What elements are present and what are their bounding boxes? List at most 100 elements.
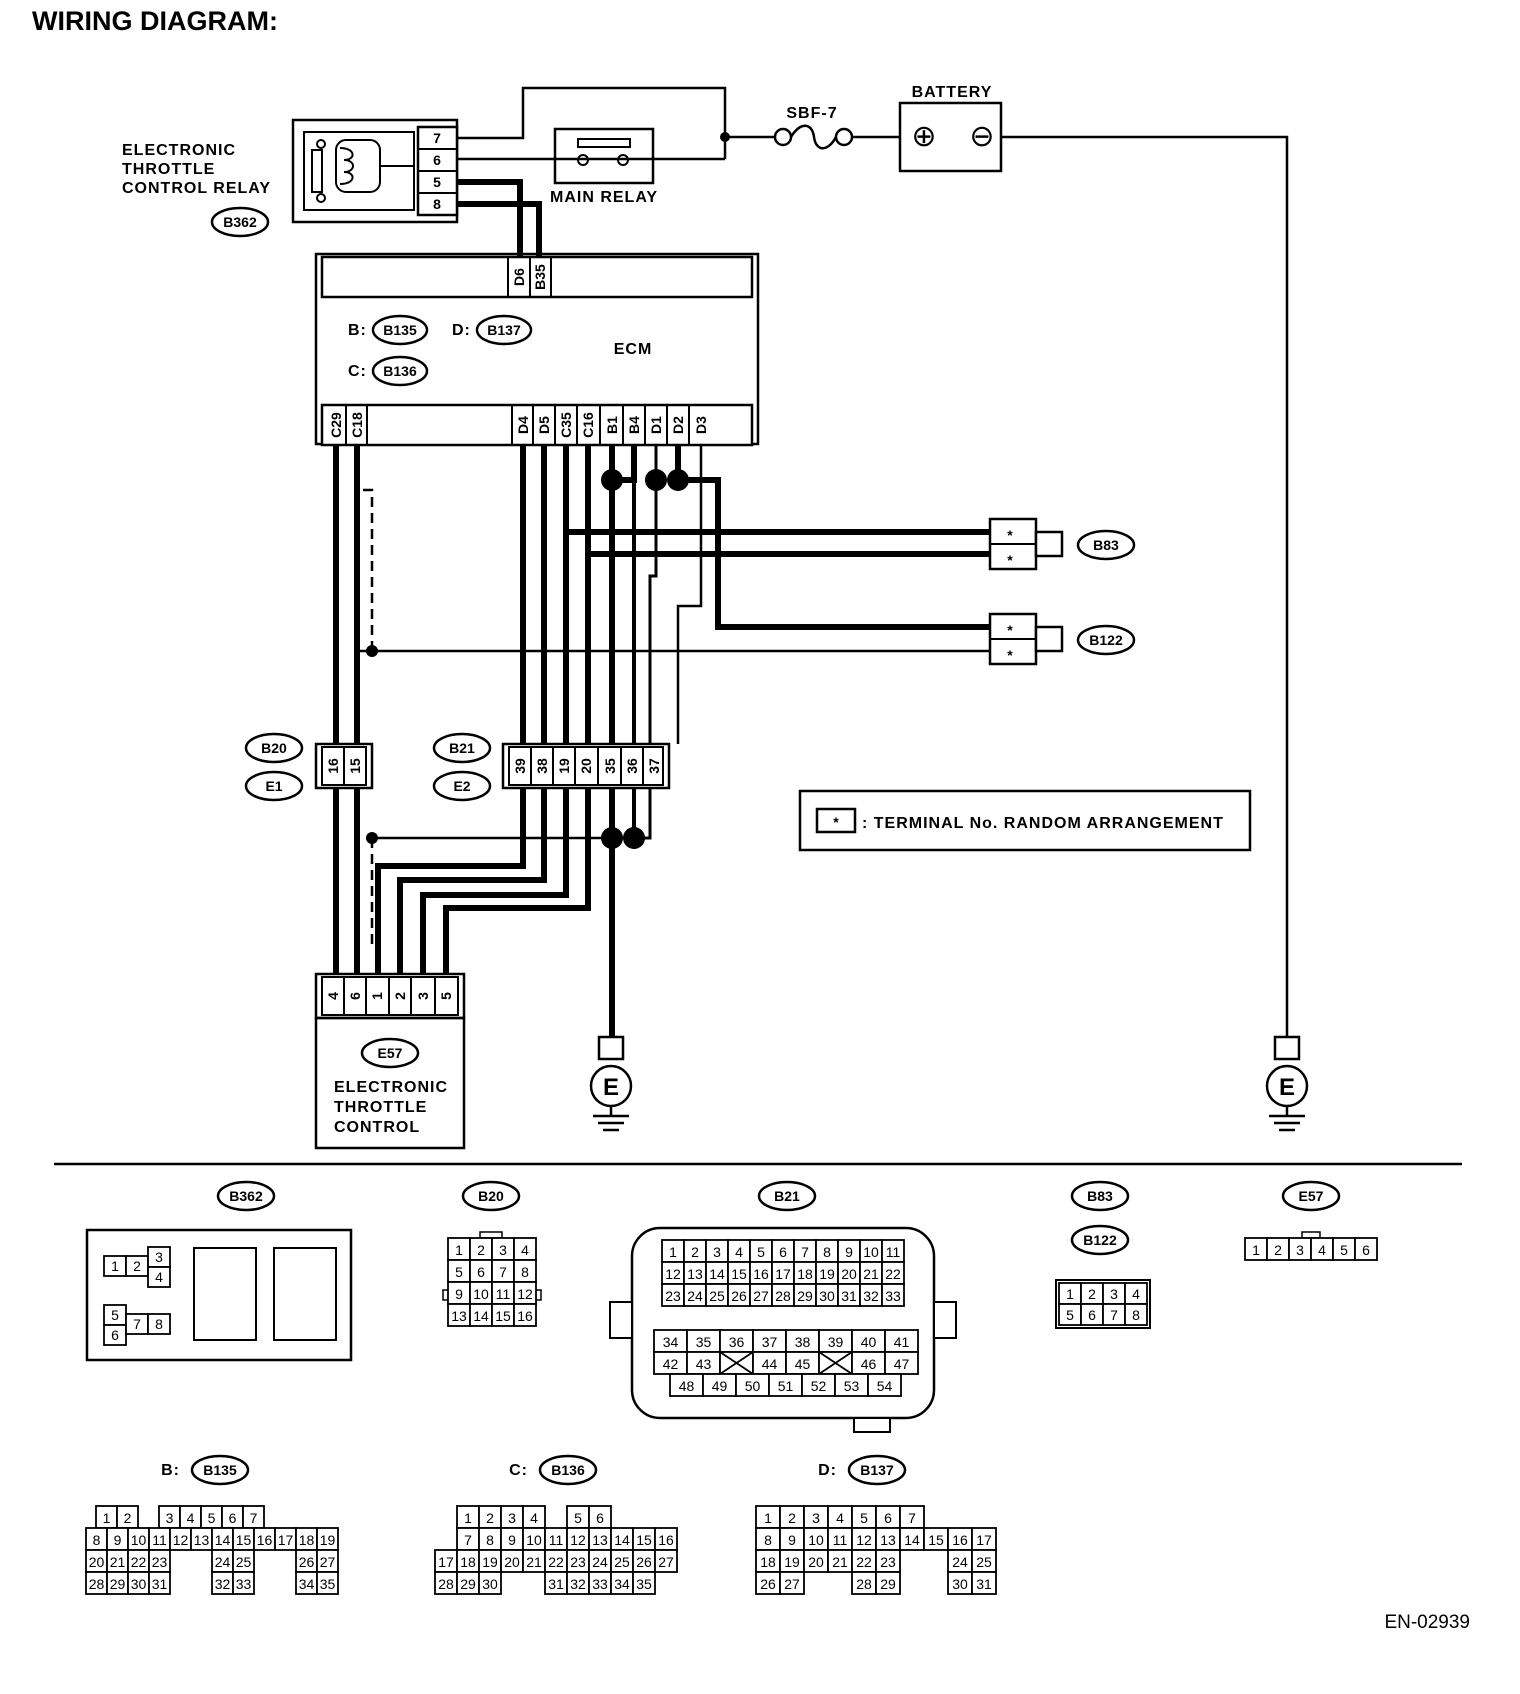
view-b20-pin: 13 <box>451 1308 467 1324</box>
ecm-bottom-pin: C29 <box>328 412 344 438</box>
view-b21-pin: 23 <box>665 1288 681 1304</box>
view-b21-pin: 32 <box>863 1288 879 1304</box>
view-b83-pin: 2 <box>1088 1286 1096 1302</box>
view-ecm-pin: 25 <box>976 1554 992 1570</box>
legend: * : TERMINAL No. RANDOM ARRANGEMENT <box>798 789 1252 852</box>
e57-pin: 1 <box>369 992 385 1000</box>
view-ecm-pin: 5 <box>208 1510 216 1526</box>
view-b21-pin: 25 <box>709 1288 725 1304</box>
e57-pin: 6 <box>347 992 363 1000</box>
b21-pin: 19 <box>556 758 572 774</box>
view-ecm-pin: 32 <box>570 1576 586 1592</box>
view-b21-pin: 17 <box>775 1266 791 1282</box>
relay-name-line-1: ELECTRONIC <box>122 142 236 159</box>
relay-connector-id: B362 <box>223 214 257 230</box>
view-ecm-pin: 15 <box>636 1532 652 1548</box>
throttle-name-line-2: THROTTLE <box>334 1099 427 1116</box>
view-e57-id: E57 <box>1299 1188 1324 1204</box>
relay-pin: 5 <box>433 174 441 190</box>
view-ecm-pin: 29 <box>460 1576 476 1592</box>
view-b362-pin: 3 <box>155 1249 163 1265</box>
relay-name-line-3: CONTROL RELAY <box>122 180 271 197</box>
view-b21-pin: 43 <box>696 1356 712 1372</box>
view-ecm-pin: 5 <box>860 1510 868 1526</box>
view-ecm-pin: 8 <box>486 1532 494 1548</box>
ecm-conn-prefix: B: <box>348 322 367 339</box>
view-ecm-pin: 19 <box>482 1554 498 1570</box>
main-relay-label: MAIN RELAY <box>550 189 658 206</box>
view-ecm-id: B135 <box>203 1462 237 1478</box>
view-b21-id: B21 <box>774 1188 800 1204</box>
ground-ecm-label: E <box>603 1074 619 1101</box>
view-b20-pin: 6 <box>477 1264 485 1280</box>
view-b362-id: B362 <box>229 1188 263 1204</box>
view-ecm-pin: 35 <box>320 1576 336 1592</box>
view-ecm-pin: 15 <box>928 1532 944 1548</box>
view-b21-pin: 1 <box>669 1244 677 1260</box>
view-ecm-pin: 1 <box>103 1510 111 1526</box>
ecm-bottom-pin: C16 <box>580 412 596 438</box>
view-ecm-pin: 21 <box>526 1554 542 1570</box>
view-b20-pin: 11 <box>496 1286 511 1302</box>
view-b21-pin: 38 <box>795 1334 811 1350</box>
relay-pin: 8 <box>433 196 441 212</box>
view-b21-pin: 19 <box>819 1266 835 1282</box>
view-b21-pin: 15 <box>731 1266 747 1282</box>
view-ecm-prefix: C: <box>509 1462 528 1479</box>
view-ecm-pin: 28 <box>89 1576 105 1592</box>
connector-b83: * * B83 <box>988 517 1136 571</box>
ecm-bottom-pin: D1 <box>648 416 664 434</box>
b83-pin: * <box>1007 527 1013 543</box>
view-b21-pin: 52 <box>811 1378 827 1394</box>
view-ecm-pin: 32 <box>215 1576 231 1592</box>
power-wiring <box>457 86 1289 1036</box>
view-b21-pin: 5 <box>757 1244 765 1260</box>
view-b362-pin: 2 <box>133 1258 141 1274</box>
view-ecm-pin: 21 <box>832 1554 848 1570</box>
battery-minus-icon: ⊖ <box>969 120 994 153</box>
view-b21-pin: 31 <box>841 1288 857 1304</box>
battery-plus-icon: ⊕ <box>911 120 936 153</box>
legend-symbol: * <box>833 814 839 830</box>
ecm-bottom-pin: B4 <box>626 416 642 434</box>
b21-pin: 36 <box>624 758 640 774</box>
view-ecm-pin: 16 <box>257 1532 273 1548</box>
view-b21-pin: 8 <box>823 1244 831 1260</box>
view-b83-pin: 3 <box>1110 1286 1118 1302</box>
view-ecm-pin: 34 <box>614 1576 630 1592</box>
view-ecm-pin: 4 <box>187 1510 195 1526</box>
view-b21-pin: 39 <box>828 1334 844 1350</box>
view-ecm-pin: 26 <box>760 1576 776 1592</box>
view-ecm-pin: 24 <box>215 1554 231 1570</box>
view-ecm-pin: 27 <box>658 1554 674 1570</box>
view-ecm-pin: 9 <box>788 1532 796 1548</box>
connector-b122: * * B122 <box>988 612 1136 666</box>
b83-pin: * <box>1007 552 1013 568</box>
view-b21-pin: 30 <box>819 1288 835 1304</box>
ecm-bottom-pin: B1 <box>604 416 620 434</box>
view-ecm-prefix: B: <box>161 1462 180 1479</box>
ground-battery: E <box>1265 1035 1309 1132</box>
view-b362-pin: 6 <box>111 1327 119 1343</box>
fuse-sbf7: SBF-7 <box>773 105 854 150</box>
view-b21-pin: 7 <box>801 1244 809 1260</box>
view-e57-pin: 2 <box>1274 1242 1282 1258</box>
main-relay: MAIN RELAY <box>550 127 658 206</box>
view-ecm-pin: 11 <box>152 1532 167 1548</box>
ecm-label: ECM <box>614 341 653 358</box>
view-b21-pin: 34 <box>663 1334 679 1350</box>
connector-b20-e1: B20 E1 16 15 <box>244 732 374 802</box>
view-ecm-pin: 13 <box>880 1532 896 1548</box>
view-b362-pin: 8 <box>155 1316 163 1332</box>
view-b21-pin: 14 <box>709 1266 725 1282</box>
view-ecm-pin: 18 <box>460 1554 476 1570</box>
view-ecm-pin: 19 <box>320 1532 336 1548</box>
view-b122-id: B122 <box>1083 1232 1117 1248</box>
view-ecm-pin: 22 <box>856 1554 872 1570</box>
view-ecm-pin: 17 <box>278 1532 294 1548</box>
b21-pin: 37 <box>646 758 662 774</box>
throttle-control-relay: ELECTRONIC THROTTLE CONTROL RELAY B362 7… <box>122 118 459 238</box>
view-b362-pin: 7 <box>133 1316 141 1332</box>
view-ecm-pin: 6 <box>884 1510 892 1526</box>
